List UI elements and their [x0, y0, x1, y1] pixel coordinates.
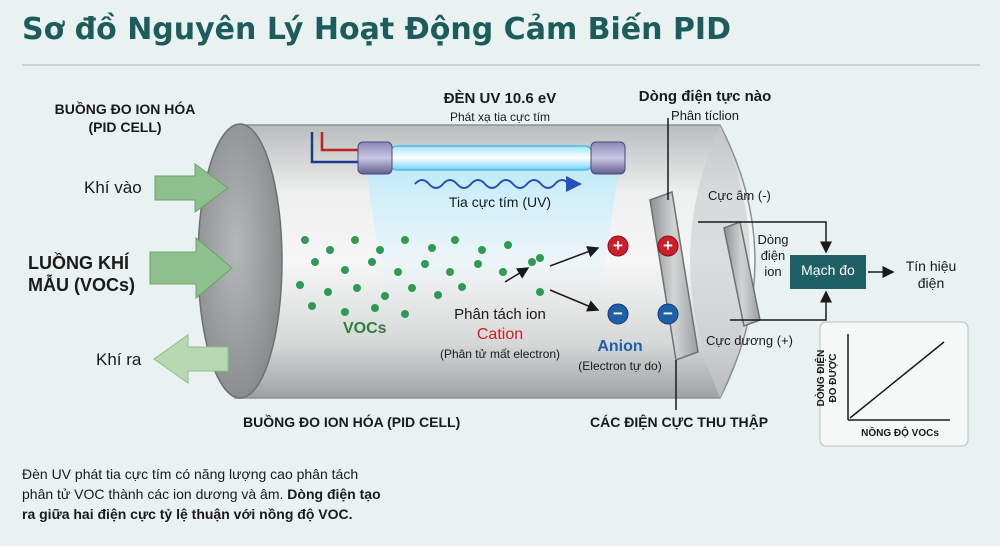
signal-label-line2: điện — [917, 275, 945, 291]
description-line3: ra giữa hai điện cực tỷ lệ thuận với nồn… — [22, 506, 353, 522]
current-label: Dòng điện tực nào — [638, 88, 772, 105]
pid-cell-label-bottom: BUỒNG ĐO ION HÓA (PID CELL) — [243, 414, 461, 430]
description-line1: Đèn UV phát tia cực tím có năng lượng ca… — [22, 466, 359, 482]
pid-cell-label-top-line1: BUỒNG ĐO ION HÓA — [54, 101, 196, 117]
uv-lamp-cap-right — [590, 141, 626, 175]
ion-current-label: Dòng điện ion — [748, 232, 798, 280]
description-line2-normal: phân tử VOC thành các ion dương và âm. — [22, 486, 284, 502]
gas-out-arrow — [153, 334, 229, 384]
sample-flow-label: LUỒNG KHÍ MẪU (VOCs) — [28, 252, 135, 296]
anion-symbol-1: − — [613, 304, 623, 323]
cation-ion-1 — [607, 235, 629, 257]
ion-separation-label: Phân tách ion — [454, 306, 546, 323]
vocs-label: VOCs — [343, 320, 387, 337]
tube-opening — [690, 125, 750, 398]
uv-wave — [414, 176, 582, 192]
title-divider — [22, 64, 980, 66]
gas-in-label: Khí vào — [84, 178, 142, 197]
uv-lamp-cap-left — [357, 141, 393, 175]
page-title: Sơ đồ Nguyên Lý Hoạt Động Cảm Biến PID — [22, 12, 731, 47]
sample-flow-label-line2: MẪU (VOCs) — [28, 275, 135, 295]
arrow-to-cation — [549, 246, 600, 267]
description: Đèn UV phát tia cực tím có năng lượng ca… — [22, 464, 381, 524]
wire-negative — [698, 221, 832, 254]
anion-ion-2 — [657, 303, 679, 325]
circuit-label: Mạch đo — [801, 262, 855, 278]
graph-y-label-line2: ĐO ĐƯỢC — [828, 353, 839, 403]
graph-x-label: NỒNG ĐỘ VOCs — [861, 428, 939, 439]
ion-current-line2: điện — [760, 248, 786, 263]
anion-label: Anion — [597, 338, 643, 355]
lamp-wire-blue — [310, 132, 358, 164]
uv-lamp-tube — [387, 145, 595, 171]
negative-electrode-label: Cực âm (-) — [708, 188, 771, 203]
uv-beam — [365, 160, 620, 300]
circuit-box — [790, 255, 866, 289]
arrow-to-anion — [549, 289, 600, 312]
uv-lamp-subtitle: Phát xạ tia cực tím — [449, 110, 551, 124]
graph-y-label-line1: DÒNG ĐIỆN — [816, 349, 827, 407]
anion-ion-1 — [607, 303, 629, 325]
gas-out-label: Khí ra — [96, 350, 142, 369]
wire-positive — [730, 290, 832, 321]
positive-electrode-label: Cực dương (+) — [706, 333, 793, 348]
signal-label-line1: Tín hiệu — [905, 258, 957, 274]
pid-cell-label-top-line2: (PID CELL) — [88, 119, 162, 135]
cation-ion-2 — [657, 235, 679, 257]
uv-ray-label: Tia cực tím (UV) — [448, 194, 552, 210]
gas-in-arrow — [154, 163, 229, 213]
signal-label: Tín hiệu điện — [896, 258, 966, 292]
lamp-wire-red — [320, 132, 358, 152]
voc-molecules — [296, 236, 544, 318]
uv-lamp-title: ĐÈN UV 10.6 eV — [443, 90, 557, 107]
collector-electrodes-label: CÁC ĐIỆN CỰC THU THẬP — [590, 414, 769, 430]
description-line2-bold: Dòng điện tạo — [287, 486, 381, 502]
sample-flow-label-line1: LUỒNG KHÍ — [28, 253, 129, 273]
cation-label: Cation — [476, 326, 524, 343]
cation-sublabel: (Phân tử mất electron) — [439, 347, 561, 361]
ion-current-line3: ion — [764, 264, 782, 279]
anion-sublabel: (Electron tự do) — [578, 359, 662, 373]
ion-current-line1: Dòng — [757, 232, 789, 247]
description-line2: phân tử VOC thành các ion dương và âm. D… — [22, 484, 381, 504]
graph-y-label: DÒNG ĐIỆN ĐO ĐƯỢC — [816, 338, 840, 418]
sample-flow-arrow — [149, 236, 233, 300]
arrow-separation-small — [504, 267, 530, 283]
cation-symbol-2: + — [663, 236, 673, 255]
anion-symbol-2: − — [663, 304, 673, 323]
cation-symbol-1: + — [613, 236, 623, 255]
current-sublabel: Phân tíclion — [671, 108, 739, 123]
graph-line — [849, 341, 945, 419]
pid-cell-label-top: BUỒNG ĐO ION HÓA (PID CELL) — [40, 100, 210, 136]
